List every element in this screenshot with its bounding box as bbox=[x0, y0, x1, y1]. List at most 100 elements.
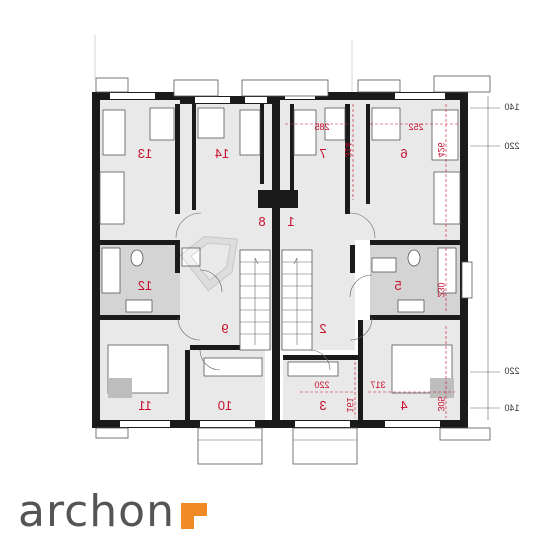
window-s2 bbox=[200, 421, 255, 427]
brand-square-icon bbox=[180, 503, 207, 529]
wall-int-3 bbox=[100, 240, 180, 245]
window-n5 bbox=[395, 93, 445, 99]
door-swing-1 bbox=[175, 212, 202, 239]
window-n2 bbox=[195, 97, 230, 103]
door-swing-5 bbox=[177, 317, 201, 341]
washbasin-5 bbox=[397, 299, 425, 313]
dim-305: 305 bbox=[436, 396, 446, 411]
room-label-10: 10 bbox=[218, 398, 232, 413]
door-swing-6 bbox=[349, 317, 373, 341]
laundry-12 bbox=[181, 247, 201, 267]
nightstand-room-4 bbox=[430, 378, 454, 398]
room-label-12: 12 bbox=[138, 278, 152, 293]
margin-dim-220-bottom: 220 bbox=[504, 366, 519, 376]
margin-dim-140-bottom: 140 bbox=[504, 403, 519, 413]
wall-int-16 bbox=[366, 104, 370, 204]
door-swing-3 bbox=[199, 269, 223, 293]
room-label-5: 5 bbox=[394, 278, 401, 293]
margin-dim-140-top: 140 bbox=[504, 102, 519, 112]
party-wall bbox=[272, 96, 280, 428]
room-label-14: 14 bbox=[215, 146, 229, 161]
room-label-13: 13 bbox=[138, 146, 152, 161]
parapet-6 bbox=[461, 261, 473, 299]
desk-room-14 bbox=[197, 107, 225, 139]
wall-int-5 bbox=[100, 315, 180, 320]
wall-east bbox=[460, 92, 468, 427]
dim-161: 161 bbox=[345, 397, 355, 412]
room-label-8: 8 bbox=[258, 214, 265, 229]
parapet-4 bbox=[357, 79, 401, 93]
wardrobe-room-13 bbox=[99, 171, 125, 225]
room-label-6: 6 bbox=[400, 146, 407, 161]
wall-west bbox=[92, 92, 100, 427]
balcony-right bbox=[292, 427, 358, 465]
dim-285: 285 bbox=[314, 122, 329, 132]
laundry-5 bbox=[371, 257, 397, 273]
dim-317: 317 bbox=[370, 380, 385, 390]
wall-int-9 bbox=[190, 345, 270, 350]
window-s1 bbox=[120, 421, 170, 427]
toilet-12 bbox=[130, 249, 144, 267]
wall-int-2 bbox=[345, 104, 350, 214]
parapet-2 bbox=[173, 79, 219, 97]
window-n1 bbox=[110, 93, 155, 99]
room-label-7: 7 bbox=[319, 146, 326, 161]
balcony-left bbox=[197, 427, 263, 465]
chimney-core bbox=[258, 190, 298, 208]
wall-int-11 bbox=[185, 350, 190, 420]
room-label-11: 11 bbox=[138, 398, 152, 413]
room-label-1: 1 bbox=[287, 214, 294, 229]
wall-int-4 bbox=[370, 240, 460, 245]
wardrobe-room-6 bbox=[433, 171, 461, 225]
closet-room-3 bbox=[287, 361, 339, 377]
parapet-1 bbox=[95, 77, 129, 93]
window-s4 bbox=[385, 421, 440, 427]
bed-room-6 bbox=[431, 109, 459, 161]
bed-room-13 bbox=[102, 109, 126, 156]
desk-room-13 bbox=[149, 107, 175, 141]
bathtub-5 bbox=[437, 247, 457, 294]
wall-int-7 bbox=[175, 245, 180, 273]
room-label-4: 4 bbox=[400, 398, 407, 413]
window-n3 bbox=[245, 97, 267, 103]
dim-252: 252 bbox=[408, 122, 423, 132]
window-s3 bbox=[295, 421, 350, 427]
dim-314: 314 bbox=[343, 142, 353, 157]
brand-wordmark: archon bbox=[18, 486, 175, 537]
wall-int-14 bbox=[260, 104, 264, 184]
door-swing-7 bbox=[199, 349, 221, 371]
wall-int-6 bbox=[370, 315, 460, 320]
room-label-9: 9 bbox=[221, 321, 228, 336]
dim-230: 230 bbox=[436, 282, 446, 297]
bed-room-7 bbox=[293, 109, 317, 156]
door-swing-8 bbox=[309, 349, 331, 371]
wall-south-left bbox=[92, 420, 272, 428]
wall-south-right bbox=[280, 420, 468, 428]
nightstand-room-11 bbox=[108, 378, 132, 398]
washbasin-12 bbox=[125, 299, 153, 313]
room-label-2: 2 bbox=[319, 321, 326, 336]
wall-int-10 bbox=[283, 355, 358, 360]
bathtub-12 bbox=[101, 247, 121, 294]
wall-int-1 bbox=[175, 104, 180, 214]
brand-logo: archon bbox=[18, 490, 207, 534]
toilet-5 bbox=[407, 249, 421, 267]
bed-room-14 bbox=[239, 109, 261, 156]
wall-north-right bbox=[280, 92, 468, 100]
parapet-7 bbox=[95, 427, 129, 439]
dim-220: 220 bbox=[314, 380, 329, 390]
margin-dim-220-top: 220 bbox=[504, 141, 519, 151]
wall-int-8 bbox=[350, 245, 355, 273]
door-swing-2 bbox=[349, 212, 376, 239]
wall-int-12 bbox=[358, 320, 363, 420]
room-label-3: 3 bbox=[319, 398, 326, 413]
closet-room-10 bbox=[203, 357, 263, 377]
dim-426: 426 bbox=[436, 142, 446, 157]
wall-int-15 bbox=[290, 104, 294, 204]
parapet-5 bbox=[433, 75, 491, 93]
door-swing-4 bbox=[349, 274, 373, 298]
parapet-8 bbox=[439, 427, 491, 441]
parapet-3 bbox=[241, 79, 329, 97]
wall-int-13 bbox=[192, 104, 196, 210]
